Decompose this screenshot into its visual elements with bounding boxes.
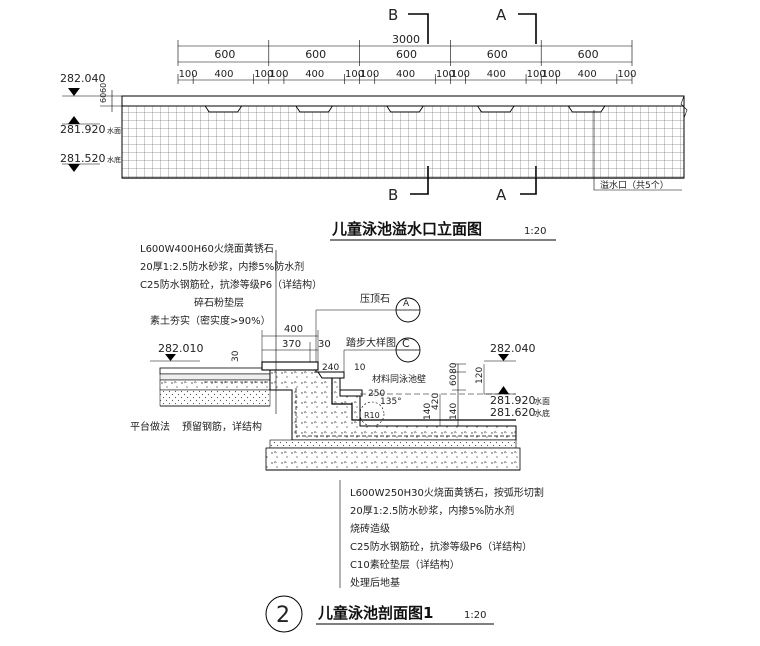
bottom-note-2: 20厚1:2.5防水砂浆，内掺5%防水剂 — [350, 504, 514, 517]
level-top: 282.040 — [60, 72, 106, 85]
level-water: 281.920 — [60, 123, 106, 136]
section-title: 儿童泳池剖面图1 — [317, 604, 433, 622]
section-level-platform: 282.010 — [158, 342, 204, 355]
step-callout-mark: C — [402, 337, 410, 350]
step-callout-text: 踏步大样图 — [346, 336, 396, 349]
section-view — [150, 250, 521, 633]
top-note-5: 素土夯实（密实度>90%） — [150, 314, 271, 327]
dim-sub-6: 100 — [360, 69, 379, 80]
dim-sub-7: 400 — [396, 69, 415, 80]
bottom-note-4: C25防水钢筋砼，抗渗等级P6（详结构） — [350, 540, 532, 553]
dim-30b: 30 — [231, 350, 241, 362]
top-note-1: L600W400H60火烧面黄锈石 — [140, 242, 274, 255]
bottom-note-5: C10素砼垫层（详结构） — [350, 558, 460, 571]
dim-sub-3: 100 — [269, 69, 288, 80]
left-dim-2: 60 — [99, 83, 108, 93]
section-level-water: 281.920 — [490, 394, 536, 407]
dim-sub-5: 100 — [345, 69, 364, 80]
left-dim-1: 60 — [99, 93, 108, 103]
dim-30a: 30 — [318, 339, 331, 350]
section-level-bottom-note: 水底 — [534, 408, 550, 418]
dim-600-1: 600 — [305, 48, 326, 61]
dim-sub-9: 100 — [451, 69, 470, 80]
dim-135: 135° — [380, 397, 402, 407]
dim-400: 400 — [284, 324, 303, 335]
dim-sub-10: 400 — [487, 69, 506, 80]
outlet-4 — [567, 105, 606, 113]
dim-sub-1: 400 — [214, 69, 233, 80]
dim-r10: R10 — [364, 411, 380, 420]
dim-v420: 420 — [431, 393, 441, 410]
outlet-label: 溢水口（共5个） — [600, 179, 669, 191]
bottom-note-6: 处理后地基 — [350, 576, 400, 589]
level-bottom: 281.520 — [60, 152, 106, 165]
level-water-note: 水面 — [107, 126, 121, 135]
dim-sub-13: 400 — [578, 69, 597, 80]
cap-callout-mark: A — [403, 299, 410, 309]
section-level-top: 282.040 — [490, 342, 536, 355]
top-note-2: 20厚1:2.5防水砂浆，内掺5%防水剂 — [140, 260, 304, 273]
outlet-2 — [385, 105, 425, 113]
outlet-0 — [204, 105, 243, 113]
dim-sub-4: 400 — [305, 69, 324, 80]
dim-v120: 120 — [475, 367, 485, 384]
section-scale: 1:20 — [464, 610, 486, 621]
dim-sub-14: 100 — [617, 69, 636, 80]
dim-v60: 60 — [449, 374, 459, 386]
dim-600-4: 600 — [578, 48, 599, 61]
dim-sub-11: 100 — [527, 69, 546, 80]
dim-250: 250 — [368, 389, 385, 399]
dim-240: 240 — [322, 363, 339, 373]
section-level-water-note: 水面 — [534, 396, 550, 406]
section-mark-b-top — [408, 13, 429, 44]
dim-sub-12: 100 — [542, 69, 561, 80]
section-texts: L600W400H60火烧面黄锈石 20厚1:2.5防水砂浆，内掺5%防水剂 C… — [130, 242, 550, 628]
rebar-label: 预留钢筋，详结构 — [182, 420, 262, 433]
section-level-bottom: 281.620 — [490, 406, 536, 419]
section-label-a-top: A — [496, 6, 507, 24]
bottom-note-3: 烧砖造级 — [350, 522, 390, 535]
section-label-a-bottom: A — [496, 186, 507, 204]
outlet-1 — [295, 105, 334, 113]
elevation-scale: 1:20 — [524, 226, 546, 237]
section-label-b-bottom: B — [388, 186, 398, 204]
dim-600-3: 600 — [487, 48, 508, 61]
level-bottom-note: 水底 — [107, 155, 121, 164]
section-mark-a-top — [518, 13, 537, 44]
section-number: 2 — [276, 603, 290, 628]
top-note-4: 碎石粉垫层 — [194, 296, 244, 309]
dim-sub-8: 100 — [436, 69, 455, 80]
material-label: 材料同泳池壁 — [372, 373, 426, 385]
section-label-b-top: B — [388, 6, 398, 24]
dim-v140: 140 — [449, 403, 459, 420]
dim-600-2: 600 — [396, 48, 417, 61]
outlet-3 — [476, 105, 515, 113]
dim-sub-0: 100 — [179, 69, 198, 80]
dim-600-0: 600 — [214, 48, 235, 61]
dim-v80: 80 — [449, 362, 459, 374]
dim-370: 370 — [282, 339, 301, 350]
dim-sub-2: 100 — [254, 69, 273, 80]
elevation-title: 儿童泳池溢水口立面图 — [331, 220, 482, 238]
cap-callout-text: 压顶石 — [360, 293, 390, 305]
platform-label: 平台做法 — [130, 420, 170, 433]
bottom-note-1: L600W250H30火烧面黄锈石，按弧形切割 — [350, 486, 544, 499]
dim-10: 10 — [354, 363, 366, 373]
dim-v140b: 140 — [423, 403, 433, 420]
elevation-view — [62, 13, 688, 195]
top-note-3: C25防水钢筋砼，抗渗等级P6（详结构） — [140, 278, 322, 291]
total-dimension: 3000 — [392, 33, 420, 46]
